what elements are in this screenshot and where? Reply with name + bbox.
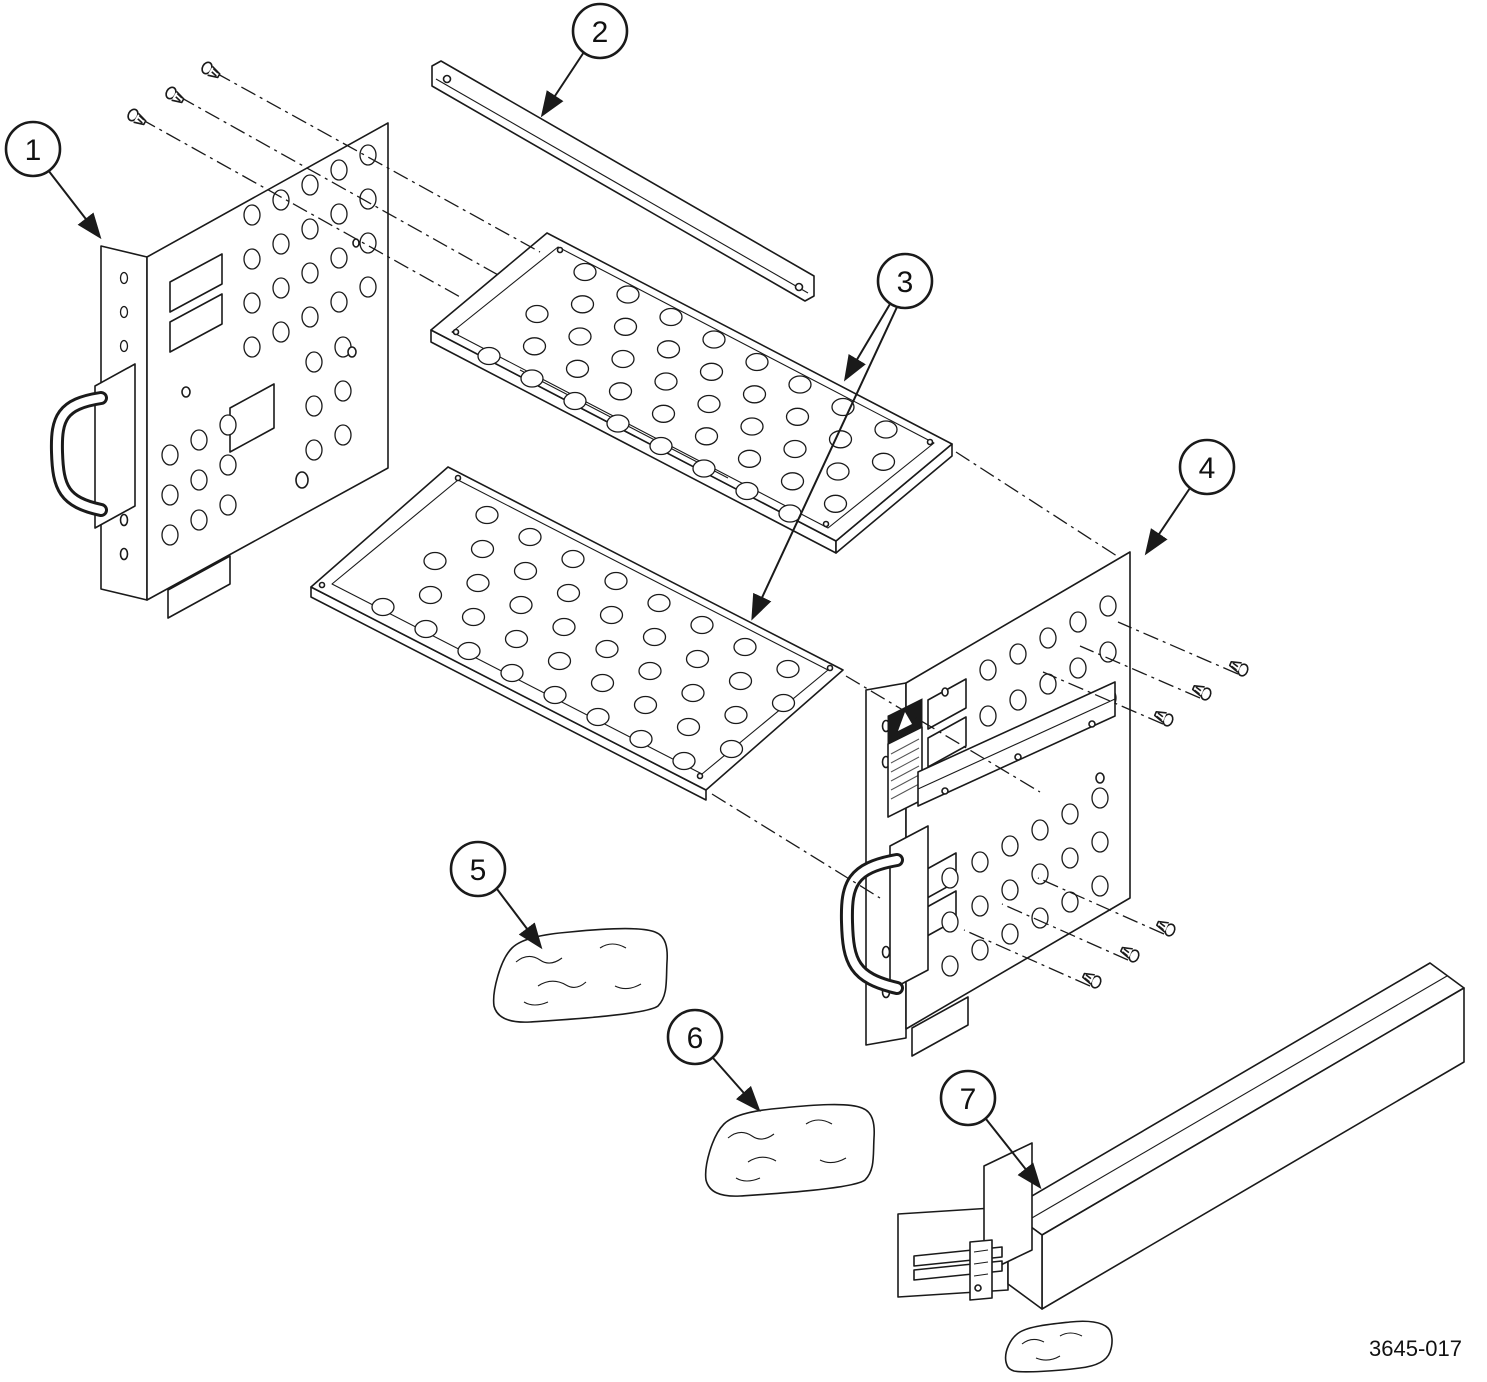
callout-6-arrow	[712, 1057, 761, 1112]
part-tray-upper	[430, 232, 953, 554]
screw-icon	[1153, 918, 1178, 939]
part-shipping-box	[897, 962, 1465, 1373]
left-bracket-face	[146, 122, 389, 601]
assembly-axis-lines	[140, 72, 1239, 987]
left-flange-holes	[119, 271, 129, 353]
callout-3-label: 3	[897, 266, 914, 299]
left-handle-plate	[94, 363, 136, 529]
screw-icon	[1226, 658, 1251, 679]
callout-3-arrow-upper	[843, 303, 891, 382]
right-holes-lower	[941, 787, 1109, 977]
callout-3-circle	[876, 252, 934, 310]
left-cutout-slot-1	[169, 253, 223, 313]
screw-icon	[1079, 970, 1104, 991]
part-foam-package-6	[704, 1103, 876, 1197]
screw-icon	[163, 84, 187, 106]
screw-icon	[199, 59, 223, 81]
callout-5: 5	[449, 840, 543, 950]
part-right-bracket	[839, 551, 1131, 1057]
callout-1: 1	[4, 120, 102, 240]
callout-3-arrow-lower	[751, 306, 898, 621]
callout-5-circle	[449, 840, 507, 898]
part-rail	[431, 60, 815, 302]
callout-4: 4	[1144, 438, 1236, 556]
callout-7-label: 7	[960, 1083, 977, 1116]
screw-icon	[1117, 944, 1142, 965]
callout-2-circle	[571, 2, 629, 60]
callout-2: 2	[540, 2, 629, 118]
tray-lower-holes	[371, 505, 800, 771]
callout-4-circle	[1178, 438, 1236, 496]
right-bracket-foot	[911, 996, 969, 1057]
part-foam-package-5	[492, 927, 669, 1023]
callout-5-label: 5	[470, 854, 487, 887]
callout-6-circle	[666, 1008, 724, 1066]
screw-icon	[1151, 708, 1176, 729]
screw-icon	[1189, 682, 1214, 703]
box-slide-hardware	[913, 1239, 1003, 1301]
callout-4-label: 4	[1199, 452, 1216, 485]
right-mount-bar	[917, 681, 1116, 807]
callout-7-arrow	[985, 1118, 1042, 1190]
callout-7: 7	[939, 1069, 1042, 1190]
callout-1-label: 1	[25, 134, 42, 167]
right-cutout-slot-1	[927, 678, 967, 730]
callout-3: 3	[751, 252, 934, 621]
callout-1-arrow	[47, 169, 102, 240]
callout-6-label: 6	[687, 1022, 704, 1055]
right-handle-plate	[889, 825, 929, 991]
part-left-bracket	[49, 122, 389, 619]
left-holes-lower	[161, 414, 237, 546]
left-holes-upper	[243, 144, 377, 358]
screw-icon	[125, 106, 149, 128]
callout-1-circle	[4, 120, 62, 178]
callout-2-arrow	[540, 51, 585, 118]
box-foam-package	[1004, 1320, 1113, 1373]
tray-upper-holes	[477, 262, 898, 523]
left-bracket-foot	[167, 555, 231, 619]
left-holes-right	[305, 336, 352, 461]
callout-2-label: 2	[592, 16, 609, 49]
left-cutout-square	[229, 383, 275, 453]
right-cutout-slot-2	[927, 716, 967, 768]
box-front	[1041, 987, 1465, 1310]
left-cutout-slot-2	[169, 293, 223, 353]
callout-5-arrow	[496, 888, 543, 950]
part-tray-lower	[310, 466, 844, 801]
callout-7-circle	[939, 1069, 997, 1127]
figure-number: 3645-017	[1369, 1336, 1462, 1361]
callout-6: 6	[666, 1008, 761, 1112]
danger-label	[887, 698, 923, 818]
callout-4-arrow	[1144, 487, 1191, 556]
